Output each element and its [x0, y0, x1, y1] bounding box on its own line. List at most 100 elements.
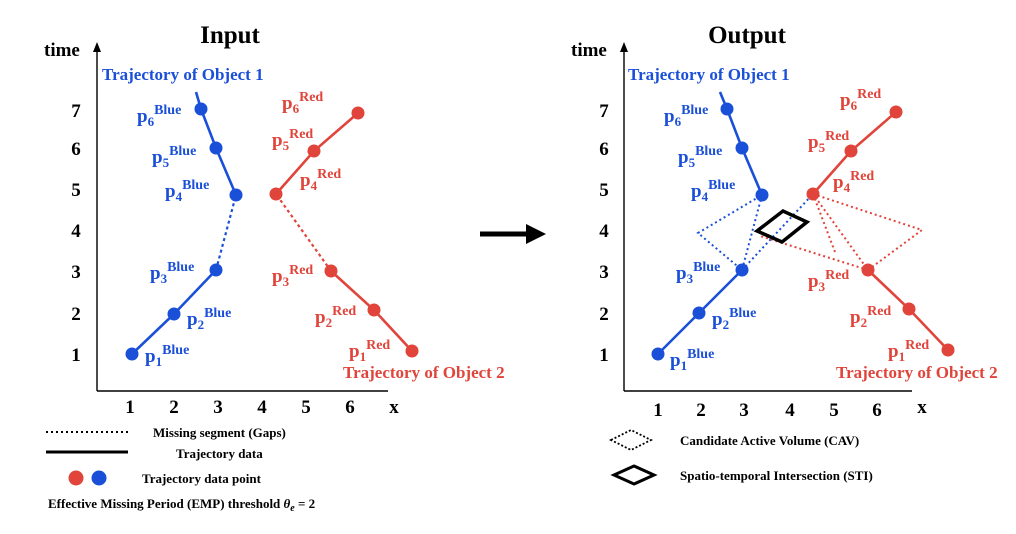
red-point-p4 [806, 187, 820, 201]
output-time-axis-label: time [571, 40, 607, 61]
output-object1-label: Trajectory of Object 1 [628, 65, 790, 84]
legend-cav-swatch [608, 428, 654, 452]
output-y-tick: 4 [599, 221, 609, 242]
input-title: Input [200, 22, 260, 49]
sti-region [753, 208, 811, 245]
blue-point-p2 [692, 306, 706, 320]
blue-point-p5 [735, 141, 749, 155]
output-y-tick: 7 [599, 101, 609, 122]
input-label-p4-blue: p4Blue [165, 178, 209, 204]
legend-red-point [68, 470, 84, 486]
red-cav-edge [759, 235, 869, 271]
blue-point-p3 [735, 263, 749, 277]
legend-blue-point [91, 470, 107, 486]
input-label-p5-blue: p5Blue [152, 144, 196, 170]
input-y-tick: 5 [71, 180, 81, 201]
blue-trajectory-segment [194, 91, 238, 196]
input-y-tick: 7 [71, 101, 81, 122]
input-label-p2-blue: p2Blue [187, 306, 231, 332]
red-point-p2 [367, 303, 381, 317]
blue-point-p1 [651, 347, 665, 361]
input-label-p2-red: p2Red [315, 304, 356, 330]
output-y-tick: 6 [599, 139, 609, 160]
blue-point-p5 [209, 141, 223, 155]
input-label-p3-red: p3Red [272, 263, 313, 289]
input-x-tick: 6 [345, 397, 355, 418]
output-y-tick: 2 [599, 304, 609, 325]
output-label-p2-blue: p2Blue [712, 306, 756, 332]
input-x-tick: 3 [213, 397, 223, 418]
input-y-tick: 6 [71, 139, 81, 160]
output-y-axis-arrow [620, 42, 628, 52]
red-point-p3 [861, 263, 875, 277]
output-label-p4-red: p4Red [833, 169, 874, 195]
input-y-tick: 2 [71, 304, 81, 325]
blue-trajectory-segment [718, 91, 764, 196]
transform-arrow [480, 224, 546, 244]
output-legend: Candidate Active Volume (CAV) Spatio-tem… [608, 428, 873, 486]
input-label-p4-red: p4Red [300, 167, 341, 193]
input-label-p5-red: p5Red [272, 127, 313, 153]
output-x-tick: 1 [653, 400, 663, 421]
red-point-p4 [269, 187, 283, 201]
input-x-axis-label: x [389, 397, 399, 418]
input-object1-label: Trajectory of Object 1 [102, 65, 264, 84]
input-y-axis-arrow [93, 42, 101, 52]
input-time-axis-label: time [44, 40, 80, 61]
output-x-tick: 2 [696, 400, 706, 421]
output-x-axis-label: x [917, 397, 927, 418]
blue-gap-segment [214, 194, 238, 271]
input-label-p6-red: p6Red [282, 90, 323, 116]
blue-point-p3 [209, 263, 223, 277]
red-cav-edge [812, 193, 836, 253]
output-panel: Output time x 1 2 3 4 5 6 1 2 3 4 5 6 7 [571, 22, 998, 421]
legend-cav-label: Candidate Active Volume (CAV) [680, 433, 859, 448]
output-label-p5-blue: p5Blue [678, 144, 722, 170]
red-gap-segment [275, 193, 332, 272]
output-label-p5-red: p5Red [808, 129, 849, 155]
output-x-tick: 6 [872, 400, 882, 421]
blue-cav-edge [741, 193, 814, 271]
legend-points-label: Trajectory data point [142, 471, 262, 486]
red-point-p6 [351, 106, 365, 120]
input-object2-label: Trajectory of Object 2 [343, 363, 505, 382]
blue-point-p2 [167, 307, 181, 321]
blue-point-p4 [755, 188, 769, 202]
input-y-tick: 1 [71, 345, 81, 366]
input-legend: Missing segment (Gaps) Trajectory data T… [46, 425, 315, 514]
input-x-tick: 4 [257, 397, 267, 418]
legend-sti-swatch [610, 464, 658, 486]
input-label-p3-blue: p3Blue [150, 260, 194, 286]
legend-threshold: Effective Missing Period (EMP) threshold… [48, 496, 315, 514]
blue-cav-region [696, 192, 764, 272]
input-label-p6-blue: p6Blue [137, 103, 181, 129]
blue-point-p1 [125, 347, 139, 361]
red-point-p2 [902, 302, 916, 316]
input-label-p1-red: p1Red [349, 338, 390, 364]
input-label-p1-blue: p1Blue [145, 343, 189, 369]
blue-point-p4 [229, 188, 243, 202]
output-label-p1-blue: p1Blue [670, 347, 714, 373]
output-label-p4-blue: p4Blue [691, 178, 735, 204]
red-point-p6 [889, 105, 903, 119]
input-panel: Input time x 1 2 3 4 5 6 1 2 3 4 5 6 7 [44, 22, 505, 418]
output-label-p6-blue: p6Blue [664, 103, 708, 129]
output-label-p3-blue: p3Blue [676, 260, 720, 286]
red-point-p3 [324, 264, 338, 278]
legend-sti-label: Spatio-temporal Intersection (STI) [680, 468, 873, 483]
output-y-tick: 1 [599, 345, 609, 366]
output-label-p2-red: p2Red [850, 304, 891, 330]
input-x-tick: 5 [301, 397, 311, 418]
output-label-p3-red: p3Red [808, 268, 849, 294]
output-title: Output [708, 22, 786, 49]
input-x-tick: 1 [125, 397, 135, 418]
legend-trajectory-label: Trajectory data [176, 446, 263, 461]
input-y-tick: 3 [71, 262, 81, 283]
output-label-p1-red: p1Red [888, 338, 929, 364]
output-x-tick: 4 [785, 400, 795, 421]
output-y-tick: 5 [599, 180, 609, 201]
red-point-p5 [307, 144, 321, 158]
output-label-p6-red: p6Red [840, 87, 881, 113]
blue-point-p6 [194, 102, 208, 116]
